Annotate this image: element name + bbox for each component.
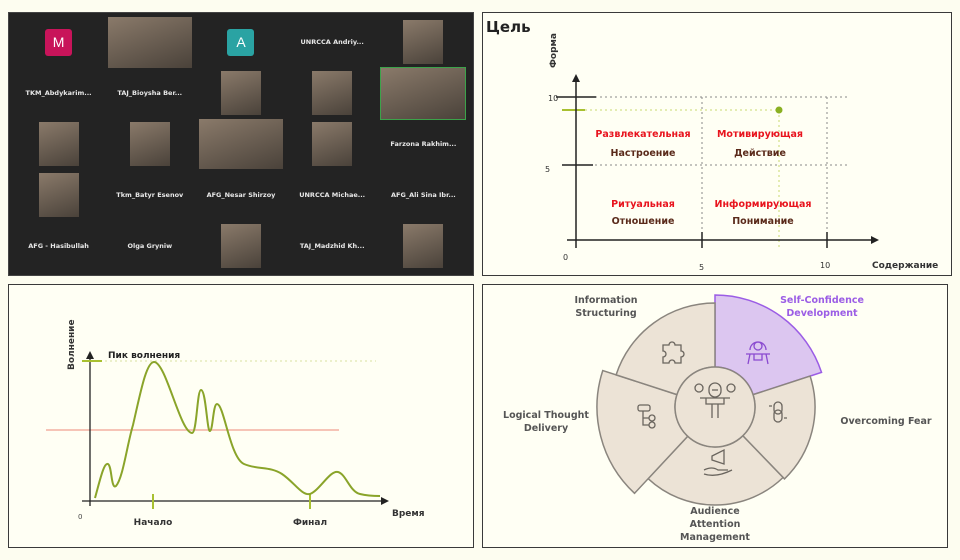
chain-link-icon [768, 400, 787, 423]
participant-tile[interactable] [13, 119, 104, 170]
participant-video [220, 223, 261, 268]
participant-tile[interactable] [287, 68, 378, 119]
participant-tile[interactable]: AFG - Hasibullah [13, 220, 104, 271]
megaphone-hand-icon [703, 448, 732, 476]
participant-name: UNRCCA Andriy... [300, 38, 364, 47]
anxiety-curve-panel: Пик волнения Волнение Время 0 Начало Фин… [8, 284, 474, 548]
participant-tile[interactable] [378, 17, 469, 68]
participant-tile[interactable]: AFG_Nesar Shirzoy [195, 169, 286, 220]
quadrant-effect: Отношение [611, 216, 674, 227]
anxiety-curve [93, 360, 380, 498]
participant-tile[interactable]: Olga Gryniw [104, 220, 195, 271]
quadrant-effect: Понимание [732, 216, 794, 227]
origin-tick: 0 [563, 253, 568, 262]
matrix-title: Цель [486, 18, 531, 36]
participant-video [220, 71, 261, 116]
participant-video [129, 121, 170, 166]
center-circle [673, 365, 756, 448]
quadrant-entertaining: Развлекательная [595, 129, 690, 140]
participant-tile[interactable] [195, 220, 286, 271]
participant-name: AFG_Ali Sina Ibr... [391, 190, 456, 199]
participant-tile[interactable]: TAJ_Madzhid Kh... [287, 220, 378, 271]
final-label: Финал [292, 518, 326, 528]
x-axis-label: Содержание [872, 261, 938, 271]
y-tick-5: 5 [545, 165, 550, 174]
participant-name: AFG_Nesar Shirzoy [206, 190, 276, 199]
video-call-grid: M A UNRCCA Andriy... TKM_Abdykarim... TAJ_Bi… [8, 12, 474, 276]
participant-tile[interactable]: Farzona Rakhim... [378, 119, 469, 170]
participant-tile[interactable] [104, 119, 195, 170]
podium-icon [745, 340, 770, 364]
x-tick-5: 5 [699, 263, 704, 272]
flowchart-icon [636, 403, 656, 429]
y-axis-label: Форма [549, 33, 559, 68]
quadrant-motivating: Мотивирующая [716, 129, 802, 140]
participant-tile[interactable]: TKM_Abdykarim... [13, 68, 104, 119]
puzzle-icon [661, 340, 685, 364]
y-axis-label: Волнение [67, 319, 77, 370]
participant-name: TKM_Abdykarim... [25, 89, 92, 98]
x-tick-10: 10 [820, 261, 830, 270]
goal-point [775, 106, 782, 113]
participant-tile[interactable] [378, 220, 469, 271]
participant-tile[interactable] [104, 17, 195, 68]
participant-tile[interactable] [195, 68, 286, 119]
quadrant-ritual: Ритуальная [611, 199, 675, 210]
quadrant-effect: Настроение [610, 148, 675, 159]
avatar: M [45, 28, 73, 56]
participant-video [107, 17, 192, 68]
y-tick-10: 10 [548, 94, 558, 103]
participant-name: AFG - Hasibullah [28, 241, 89, 250]
x-axis-label: Время [392, 509, 425, 519]
participant-video [38, 172, 79, 217]
participant-tile[interactable]: AFG_Ali Sina Ibr... [378, 169, 469, 220]
quadrant-informing: Информирующая [714, 199, 811, 210]
participant-name: Farzona Rakhim... [390, 139, 457, 148]
origin-label: 0 [78, 513, 82, 521]
participant-name: Olga Gryniw [127, 241, 173, 250]
participant-name: TAJ_Bioysha Ber... [117, 89, 183, 98]
start-label: Начало [133, 518, 172, 528]
participant-tile[interactable]: TAJ_Bioysha Ber... [104, 68, 195, 119]
participant-tile[interactable] [13, 169, 104, 220]
speaker-icon [693, 381, 736, 418]
goal-matrix-panel: Цель Форма 10 5 0 5 10 Содержание Развле… [482, 12, 952, 276]
participant-video [403, 223, 444, 268]
participant-name: UNRCCA Michae... [299, 190, 366, 199]
participant-tile[interactable] [195, 118, 286, 170]
participant-tile[interactable] [378, 66, 469, 120]
peak-label: Пик волнения [108, 351, 180, 361]
segment-label-overcoming-fear: Overcoming Fear [840, 416, 932, 427]
participant-video [380, 66, 467, 120]
avatar: A [227, 28, 255, 56]
participant-tile[interactable]: UNRCCA Michae... [287, 169, 378, 220]
participant-name: TAJ_Madzhid Kh... [299, 241, 365, 250]
participant-tile[interactable]: A [195, 17, 286, 68]
participant-tile[interactable]: UNRCCA Andriy... [287, 17, 378, 68]
participant-tile[interactable]: M [13, 17, 104, 68]
participant-video [38, 121, 79, 166]
participant-tile[interactable]: Tkm_Batyr Esenov [104, 169, 195, 220]
participant-video [312, 121, 353, 166]
participant-video [403, 20, 444, 65]
quadrant-effect: Действие [734, 148, 786, 159]
participant-tile[interactable] [287, 119, 378, 170]
participant-video [312, 71, 353, 116]
participant-name: Tkm_Batyr Esenov [116, 190, 184, 199]
participant-video [199, 118, 283, 170]
